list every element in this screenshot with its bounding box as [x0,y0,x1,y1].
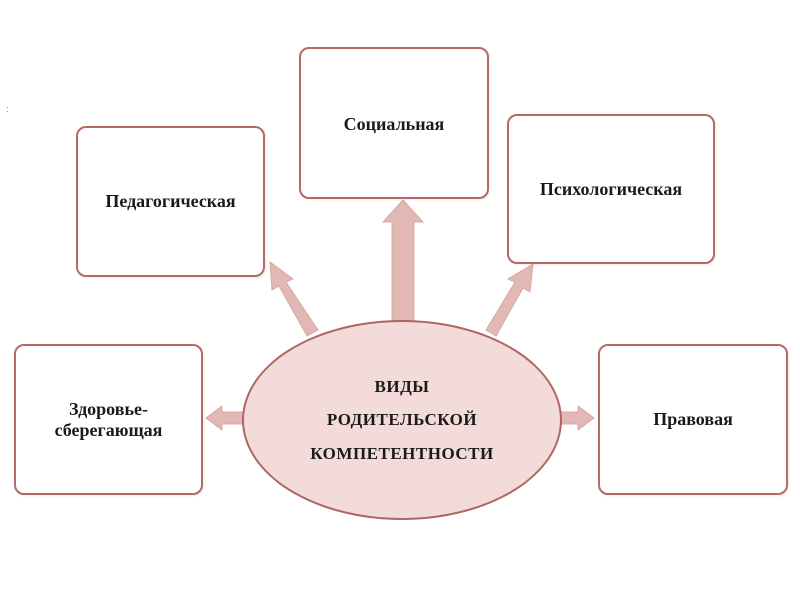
node-social: Социальная [299,47,489,199]
node-social-label: Социальная [343,114,445,134]
node-health-label-line-1: Здоровье- [69,398,148,419]
node-pedagogical-label: Педагогическая [105,191,236,212]
node-pedagogical: Педагогическая [76,126,265,277]
arrow-to-social [381,199,425,323]
node-legal: Правовая [598,344,788,495]
arrow-to-health [205,405,246,431]
node-health-label: Здоровье- сберегающая [49,399,169,440]
node-psychological: Психологическая [507,114,715,264]
node-psychological-label: Психологическая [539,179,683,199]
node-health-saving: Здоровье- сберегающая [14,344,203,495]
arrow-to-psychological [485,263,534,337]
center-line-1: ВИДЫ [374,377,430,397]
node-health-label-line-2: сберегающая [54,419,163,440]
center-line-2: РОДИТЕЛЬСКОЙ [326,410,478,430]
center-line-3: КОМПЕТЕНТНОСТИ [310,443,494,463]
stray-mark: : [6,104,9,114]
arrow-to-legal [556,405,595,431]
center-ellipse: ВИДЫ РОДИТЕЛЬСКОЙ КОМПЕТЕНТНОСТИ [242,320,562,520]
node-legal-label: Правовая [653,409,733,430]
arrow-to-pedagogical [269,260,319,337]
